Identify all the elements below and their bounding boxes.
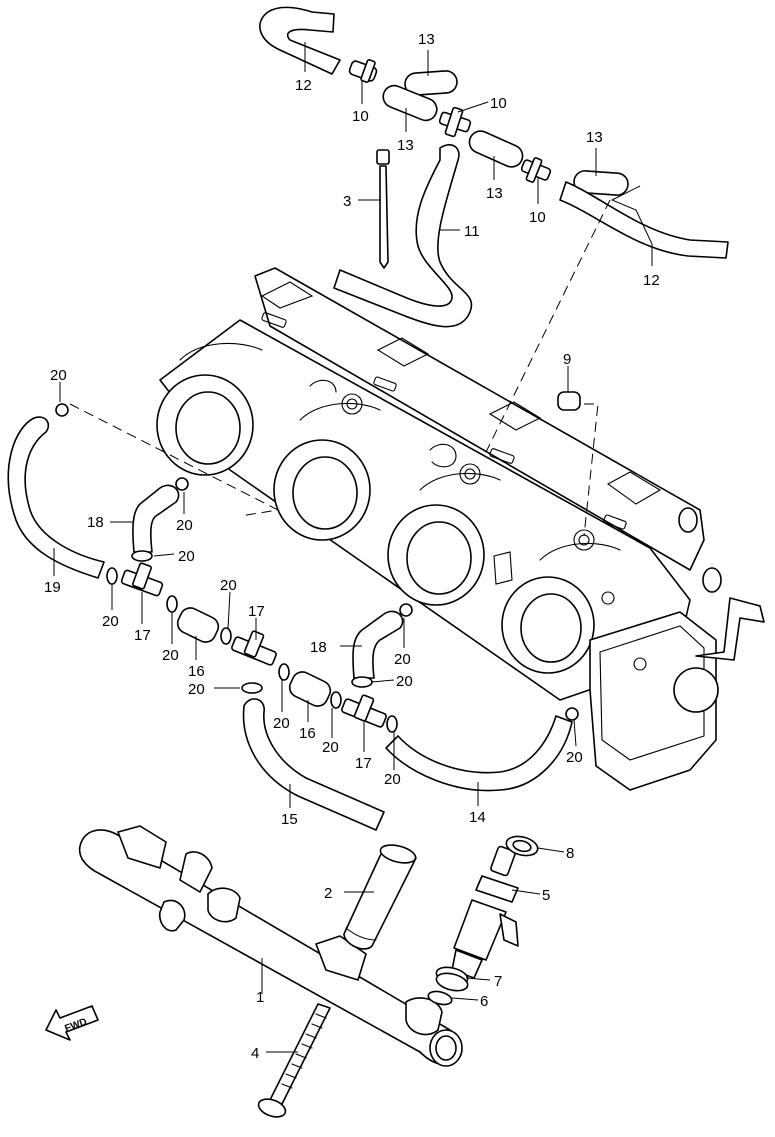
label-14: 14 (469, 809, 486, 826)
label-16: 16 (299, 725, 316, 742)
hose-16-left (176, 607, 220, 643)
fitting-10-left (348, 59, 378, 83)
hose-12-right (559, 181, 729, 259)
label-5: 5 (542, 887, 550, 904)
fwd-arrow-icon: FWD (45, 1005, 99, 1041)
hose-14 (385, 715, 573, 792)
hose-12-left (259, 6, 341, 75)
label-20: 20 (102, 613, 119, 630)
label-20: 20 (394, 651, 411, 668)
hose-13-mid-right (468, 130, 524, 168)
label-20: 20 (396, 673, 413, 690)
label-11: 11 (464, 223, 480, 240)
fitting-10-mid (438, 106, 472, 138)
tee-17-right (341, 694, 387, 728)
label-1: 1 (256, 989, 264, 1006)
label-6: 6 (480, 993, 488, 1010)
hose-18-left (132, 484, 180, 553)
throttle-body-assembly (156, 267, 765, 791)
hose-19 (7, 416, 105, 579)
bolt-4 (257, 1003, 331, 1118)
label-20: 20 (178, 548, 195, 565)
hose-18-right (352, 610, 404, 679)
label-13: 13 (486, 185, 503, 202)
label-20: 20 (162, 647, 179, 664)
label-12: 12 (643, 272, 660, 289)
label-20: 20 (50, 367, 67, 384)
label-20: 20 (384, 771, 401, 788)
label-10: 10 (352, 108, 369, 125)
reference-lines (69, 199, 611, 537)
hose-11 (333, 144, 473, 328)
label-20: 20 (322, 739, 339, 756)
label-20: 20 (220, 577, 237, 594)
label-8: 8 (566, 845, 574, 862)
cable-tie-3 (376, 149, 390, 269)
tee-17-mid (231, 630, 277, 666)
label-20: 20 (273, 715, 290, 732)
label-10: 10 (529, 209, 546, 226)
label-10: 10 (490, 95, 507, 112)
label-2: 2 (324, 885, 332, 902)
clamps-20 (55, 403, 579, 733)
cap-9 (557, 391, 581, 411)
part-labels: 12 10 13 13 10 13 10 13 12 3 11 9 20 18 … (44, 31, 660, 1062)
label-20: 20 (188, 681, 205, 698)
hose-13-right (573, 170, 629, 196)
label-7: 7 (494, 973, 502, 990)
tee-17-left (120, 562, 164, 597)
label-17: 17 (248, 603, 265, 620)
label-20: 20 (566, 749, 583, 766)
injector-5 (451, 845, 519, 979)
label-16: 16 (188, 663, 205, 680)
fuel-rail-1 (78, 825, 463, 1067)
fitting-10-right (520, 157, 552, 183)
o-ring-6 (427, 990, 453, 1006)
label-18: 18 (310, 639, 327, 656)
damper-2 (343, 844, 417, 950)
label-13: 13 (418, 31, 435, 48)
o-ring-8 (505, 835, 539, 857)
label-3: 3 (343, 193, 351, 210)
label-13: 13 (397, 137, 414, 154)
label-4: 4 (251, 1045, 259, 1062)
hose-15 (242, 698, 385, 831)
label-17: 17 (134, 627, 151, 644)
leader-lines (53, 42, 653, 1053)
label-19: 19 (44, 579, 61, 596)
label-17: 17 (355, 755, 372, 772)
cushion-7 (435, 966, 469, 992)
hose-13-top (404, 70, 458, 96)
label-20: 20 (176, 517, 193, 534)
label-18: 18 (87, 514, 104, 531)
label-9: 9 (563, 351, 571, 368)
label-13: 13 (586, 129, 603, 146)
hose-16-right (288, 671, 332, 707)
label-15: 15 (281, 811, 298, 828)
label-12: 12 (295, 77, 312, 94)
